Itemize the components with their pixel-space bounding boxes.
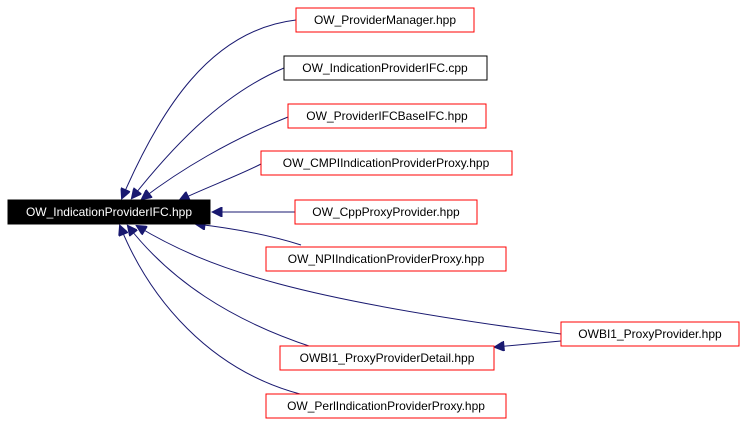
edge-provider-ifc-base-ifc bbox=[142, 116, 289, 199]
edge-provider-manager bbox=[122, 19, 297, 198]
node-box bbox=[283, 55, 488, 81]
node-root-box bbox=[7, 199, 211, 225]
node-root[interactable]: OW_IndicationProviderIFC.hpp bbox=[7, 199, 211, 225]
edge-perl-indication-provider-proxy bbox=[120, 226, 301, 395]
node-box bbox=[294, 199, 478, 225]
node-provider-manager[interactable]: OW_ProviderManager.hpp bbox=[295, 7, 475, 33]
node-label: OW_PerlIndicationProviderProxy.hpp bbox=[287, 399, 485, 413]
node-label: OW_CppProxyProvider.hpp bbox=[312, 205, 460, 219]
node-provider-ifc-base-ifc[interactable]: OW_ProviderIFCBaseIFC.hpp bbox=[287, 103, 487, 129]
node-label: OW_ProviderIFCBaseIFC.hpp bbox=[306, 109, 468, 123]
node-box bbox=[265, 393, 507, 419]
node-cpp-proxy-provider[interactable]: OW_CppProxyProvider.hpp bbox=[294, 199, 478, 225]
node-label: OW_ProviderManager.hpp bbox=[314, 13, 456, 27]
node-perl-indication-provider-proxy[interactable]: OW_PerlIndicationProviderProxy.hpp bbox=[265, 393, 507, 419]
node-box bbox=[265, 246, 507, 272]
edge-cmpi-indication-provider-proxy bbox=[180, 163, 262, 200]
edge-detail-to-proxy-provider bbox=[495, 340, 562, 347]
edge-owbi1-proxy-provider-detail bbox=[128, 226, 313, 348]
node-root-label: OW_IndicationProviderIFC.hpp bbox=[26, 205, 192, 219]
node-label: OW_NPIIndicationProviderProxy.hpp bbox=[288, 252, 485, 266]
edge-owbi1-proxy-provider bbox=[137, 226, 562, 335]
node-cmpi-indication-provider-proxy[interactable]: OW_CMPIIndicationProviderProxy.hpp bbox=[260, 150, 513, 176]
node-indication-provider-ifc-cpp[interactable]: OW_IndicationProviderIFC.cpp bbox=[283, 55, 488, 81]
node-owbi1-proxy-provider-detail[interactable]: OWBI1_ProxyProviderDetail.hpp bbox=[279, 345, 495, 371]
node-npi-indication-provider-proxy[interactable]: OW_NPIIndicationProviderProxy.hpp bbox=[265, 246, 507, 272]
node-owbi1-proxy-provider[interactable]: OWBI1_ProxyProvider.hpp bbox=[560, 321, 740, 347]
node-box bbox=[295, 7, 475, 33]
edges bbox=[120, 19, 562, 395]
node-box bbox=[560, 321, 740, 347]
node-label: OWBI1_ProxyProvider.hpp bbox=[578, 327, 722, 341]
node-box bbox=[279, 345, 495, 371]
edge-npi-indication-provider-proxy bbox=[196, 224, 302, 246]
node-label: OW_IndicationProviderIFC.cpp bbox=[302, 61, 468, 75]
edge-indication-provider-ifc-cpp bbox=[132, 67, 285, 198]
node-label: OW_CMPIIndicationProviderProxy.hpp bbox=[283, 156, 490, 170]
node-box bbox=[260, 150, 513, 176]
node-label: OWBI1_ProxyProviderDetail.hpp bbox=[300, 351, 475, 365]
node-box bbox=[287, 103, 487, 129]
